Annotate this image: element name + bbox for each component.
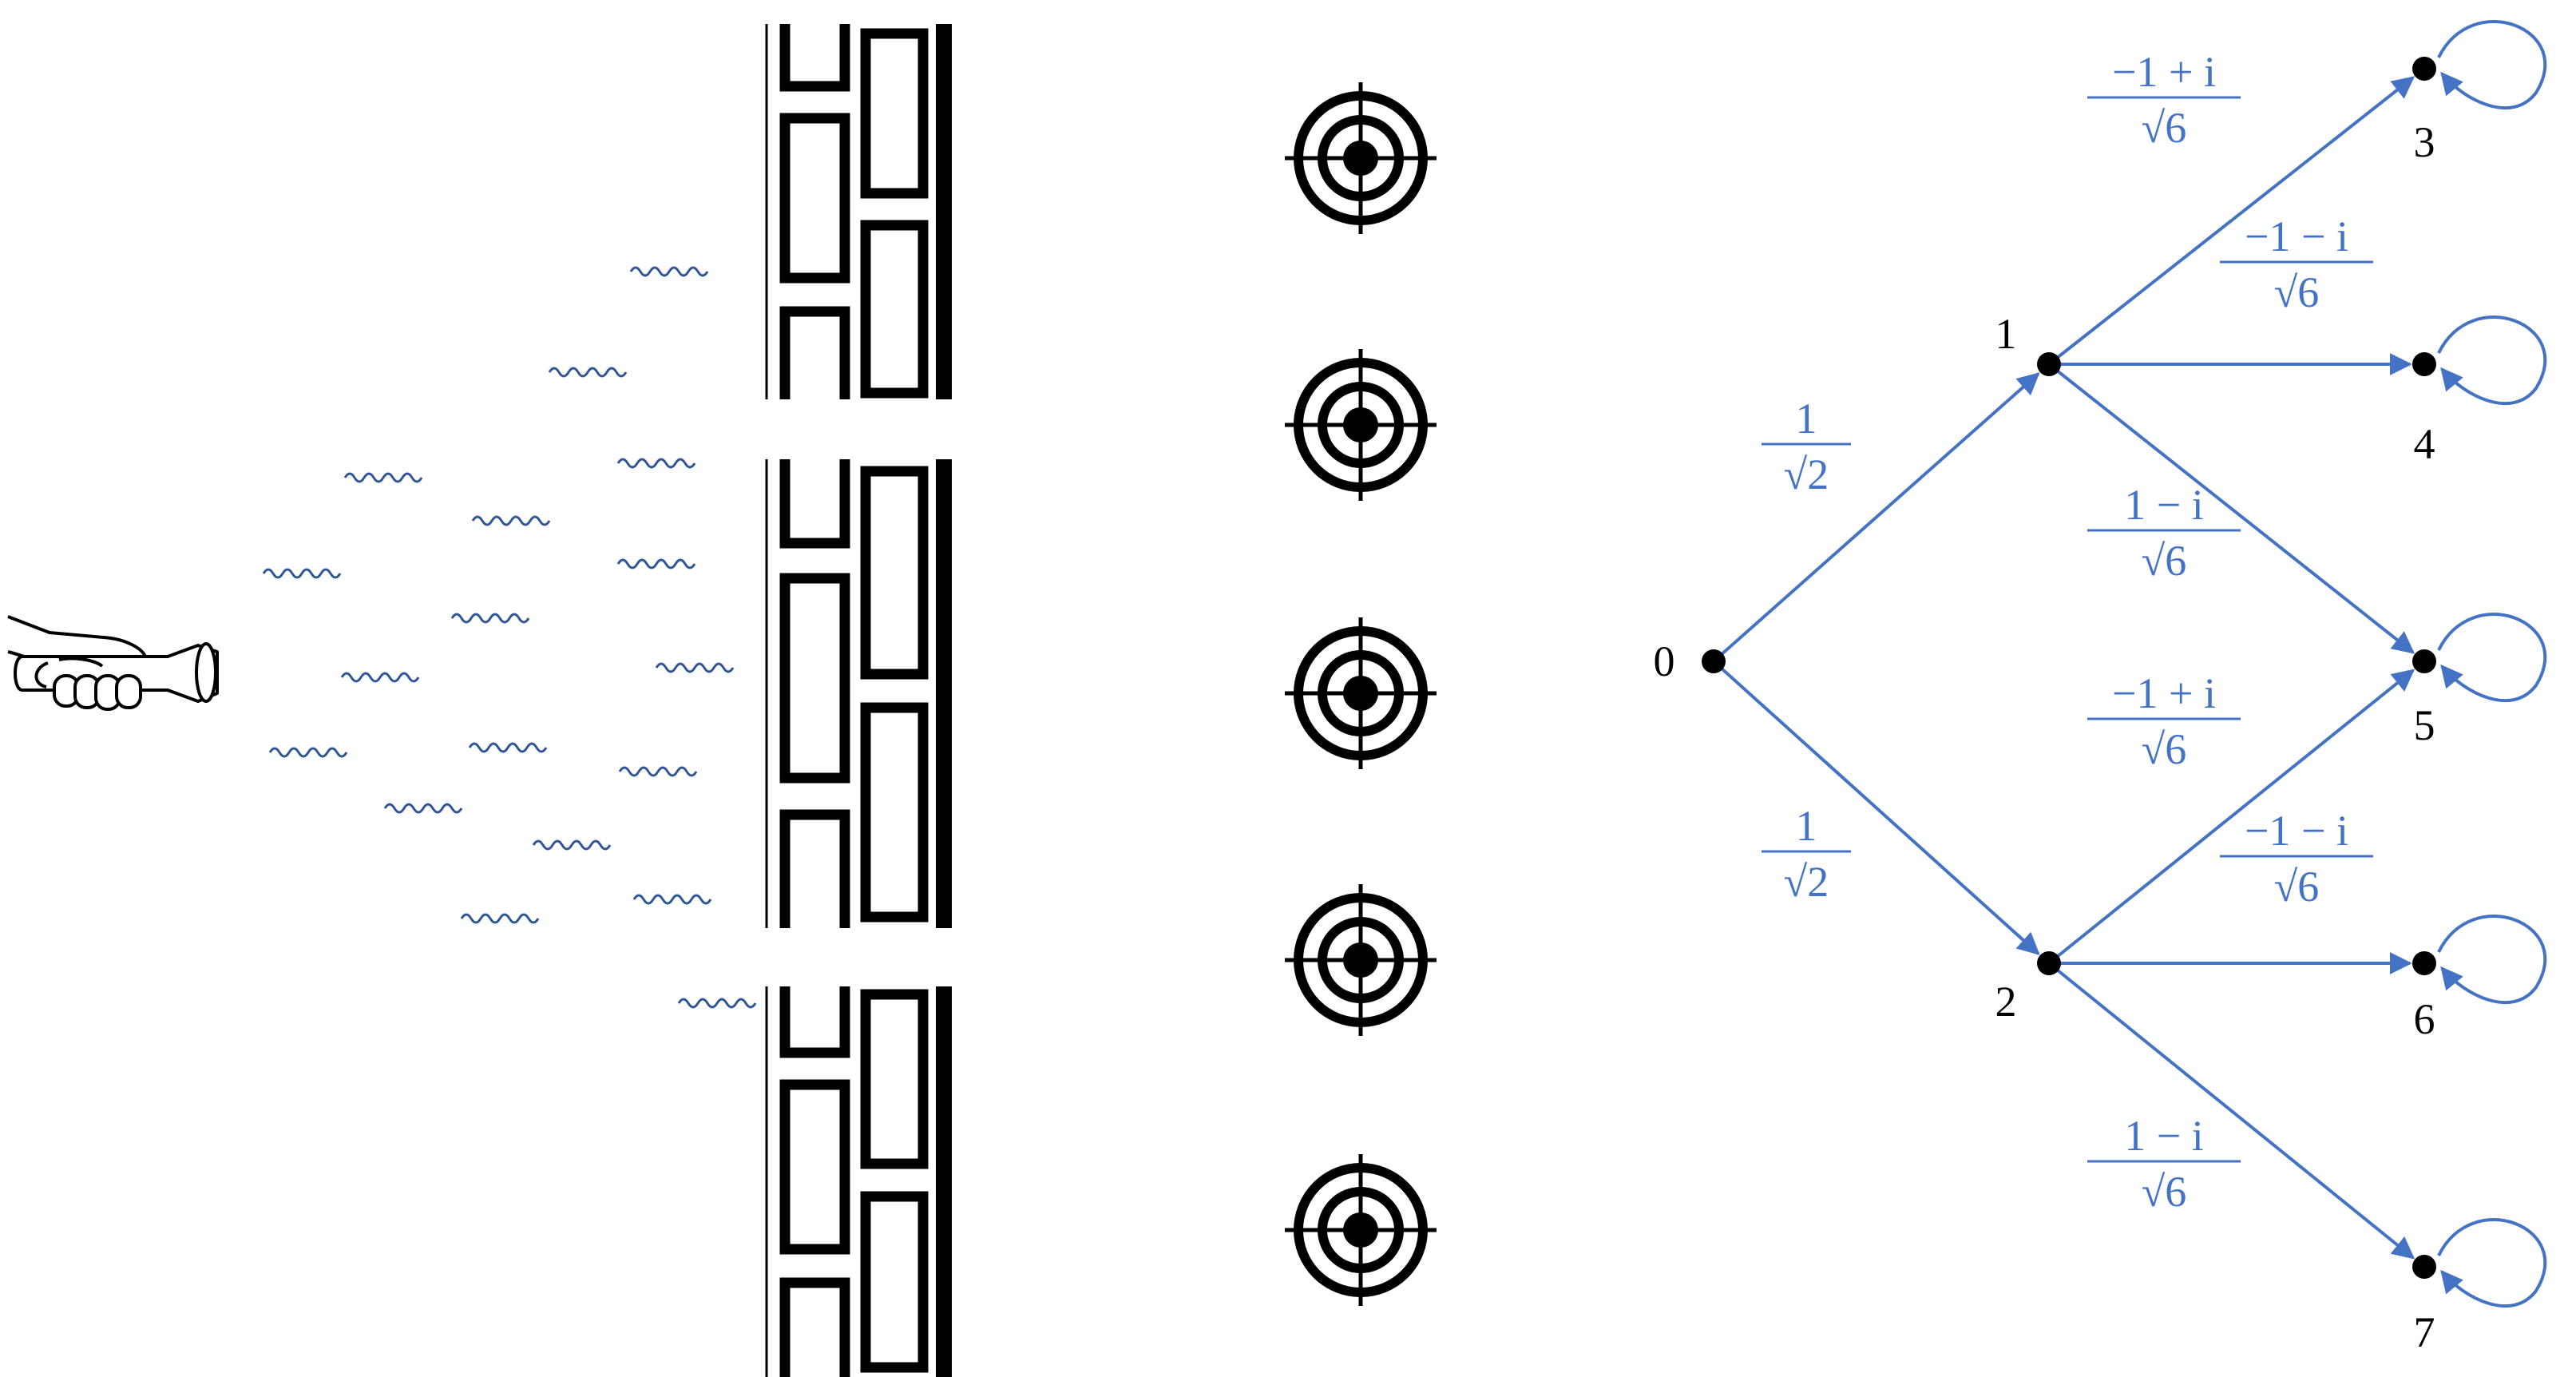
amplitude-denominator: √2	[1784, 450, 1829, 498]
amplitude-numerator: −1 − i	[2245, 807, 2348, 855]
node-label: 2	[1995, 978, 2017, 1026]
crosshair-target-icon	[1285, 617, 1437, 769]
amplitude-denominator: √6	[2142, 537, 2187, 585]
edge-1-5	[2047, 363, 2415, 654]
node-label: 7	[2414, 1308, 2435, 1356]
amplitude-denominator: √6	[2142, 104, 2187, 152]
edge-1-3	[2047, 76, 2415, 366]
self-loop-5	[2437, 613, 2547, 702]
wave-packet	[629, 266, 709, 277]
amplitude-denominator: √6	[2274, 268, 2320, 316]
amplitude-label-0-2: 1√2	[1762, 802, 1851, 906]
wave-packet	[383, 803, 463, 814]
self-loop-6	[2437, 915, 2547, 1004]
amplitude-denominator: √6	[2142, 725, 2187, 773]
wave-packet	[618, 766, 698, 777]
amplitude-denominator: √6	[2142, 1168, 2187, 1216]
crosshair-target-icon	[1285, 349, 1437, 501]
node-4	[2412, 352, 2436, 376]
wave-packet	[677, 998, 757, 1009]
node-label: 6	[2414, 995, 2435, 1043]
amplitude-numerator: −1 + i	[2112, 669, 2216, 717]
amplitude-numerator: 1	[1796, 802, 1817, 850]
node-label: 4	[2414, 420, 2435, 468]
node-2	[2037, 951, 2061, 975]
self-loop-7	[2437, 1218, 2547, 1308]
amplitude-numerator: −1 − i	[2245, 212, 2348, 260]
node-0	[1702, 649, 1726, 673]
amplitude-label-1-4: −1 − i √6	[2220, 212, 2373, 316]
wave-packet	[532, 839, 612, 851]
amplitude-label-1-3: −1 + i √6	[2087, 48, 2241, 152]
crosshair-target-icon	[1285, 82, 1437, 234]
amplitude-numerator: 1 − i	[2124, 1112, 2203, 1160]
wave-packet	[468, 742, 548, 753]
amplitude-label-2-6: −1 − i √6	[2220, 807, 2373, 911]
wave-packet	[548, 367, 628, 378]
wave-packets	[262, 266, 757, 1009]
crosshair-target-icon	[1285, 1154, 1437, 1306]
amplitude-label-2-5: −1 + i √6	[2087, 669, 2241, 773]
amplitude-numerator: 1	[1796, 395, 1817, 442]
probability-amplitude-graph: 1√21√2−1 + i√6−1 − i√61 − i√6−1 + i√6−1 …	[1654, 20, 2547, 1356]
amplitude-numerator: 1 − i	[2124, 481, 2203, 529]
amplitude-denominator: √6	[2274, 863, 2320, 911]
wave-packet	[616, 458, 696, 469]
amplitude-denominator: √2	[1784, 858, 1829, 906]
amplitude-numerator: −1 + i	[2112, 48, 2216, 96]
wave-packet	[450, 613, 530, 624]
slit-barrier	[765, 24, 952, 1377]
wave-packet	[616, 558, 696, 569]
edge-2-7	[2047, 962, 2415, 1260]
wave-packet	[343, 472, 423, 483]
wave-packet	[262, 568, 342, 579]
crosshair-target-icon	[1285, 884, 1437, 1036]
node-label: 0	[1654, 637, 1675, 685]
node-label: 5	[2414, 701, 2435, 749]
amplitude-label-0-1: 1√2	[1762, 395, 1851, 498]
wave-packet	[268, 747, 348, 758]
edge-0-2	[1712, 660, 2040, 955]
amplitude-label-1-5: 1 − i √6	[2087, 481, 2241, 585]
node-label: 3	[2414, 118, 2435, 166]
self-loop-4	[2437, 315, 2547, 405]
self-loop-3	[2437, 20, 2547, 109]
wave-packet	[460, 913, 540, 924]
wave-packet	[632, 894, 712, 905]
edge-2-5	[2047, 669, 2415, 965]
node-6	[2412, 951, 2436, 975]
node-7	[2412, 1255, 2436, 1279]
targets	[1285, 82, 1437, 1306]
amplitude-label-2-7: 1 − i √6	[2087, 1112, 2241, 1216]
edge-0-1	[1712, 372, 2040, 663]
wave-packet	[655, 662, 735, 673]
wave-packet	[471, 515, 551, 526]
node-1	[2037, 352, 2061, 376]
node-3	[2412, 57, 2436, 81]
node-label: 1	[1995, 310, 2017, 358]
node-5	[2412, 649, 2436, 673]
wave-packet	[340, 672, 420, 683]
flashlight-in-hand-icon	[7, 615, 219, 711]
